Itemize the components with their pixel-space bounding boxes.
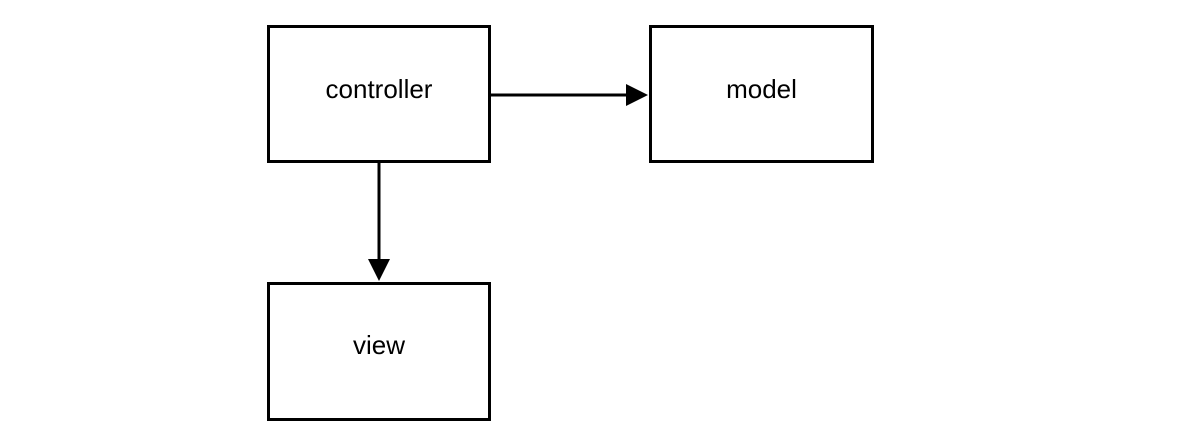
controller-node: controller [267, 25, 491, 163]
view-label: view [352, 330, 405, 360]
edge-controller-to-model [491, 84, 648, 106]
model-node: model [649, 25, 874, 163]
view-node: view [267, 282, 491, 421]
controller-label: controller [325, 73, 433, 104]
model-label: model [726, 73, 797, 104]
edge-controller-to-view [368, 163, 390, 281]
